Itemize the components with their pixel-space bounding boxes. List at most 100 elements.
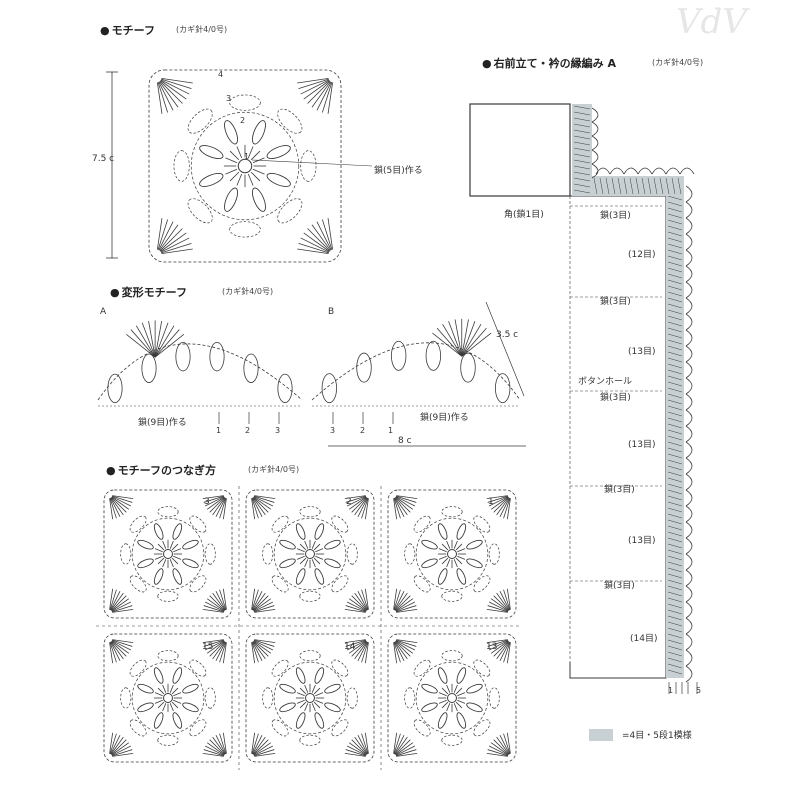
joined-motif-fan [486,752,508,757]
joined-motif-fan [111,641,127,657]
joined-motif-fan [395,497,411,513]
joined-motif-fan [206,598,225,612]
joined-motif-stitch [296,555,305,560]
joined-motif-loop [189,515,207,533]
top-motif-fan [311,81,331,108]
top-motif-loop [300,150,317,182]
top-motif-fan [160,80,187,100]
motif-a-fan [148,320,156,358]
joined-motif-fan [486,495,508,500]
joined-motif-fan [212,497,226,516]
joined-motif-stitch [169,559,174,568]
joined-motif-fan [202,608,224,613]
joined-motif-fan [254,495,275,503]
joined-motif-fan [493,595,509,611]
motif-b-petal [321,373,338,404]
joined-motif-fan [395,739,411,755]
scallop [685,233,693,251]
joined-motif-loop [473,515,491,533]
motif-a-fan [130,329,156,358]
joined-motif-stitch [296,692,305,697]
motif-a-petal [243,353,259,383]
joined-motif-fan [351,497,367,513]
joined-motif-fan [110,590,121,611]
joined-motif-fan [252,497,266,516]
joined-motif-fan [361,589,369,610]
motif-a-petal [277,373,293,404]
motif-b-fan [461,324,482,357]
joined-motif-fan [112,752,134,757]
legend-swatch [589,729,613,741]
motif-a-fan [141,322,156,358]
joined-motif-fan [219,498,227,519]
joined-motif-fan [357,497,368,518]
joined-motif-petal [466,558,483,569]
joined-motif-fan [393,732,398,754]
band-stitch [667,225,683,231]
top-motif-petal [251,187,266,212]
joined-motif-stitch [455,687,463,695]
joined-motif-fan [251,733,259,754]
top-motif-stitch [236,173,243,186]
band-stitch [573,135,591,140]
joined-motif-fan [394,497,405,518]
band-stitch [667,387,683,393]
motif-a-petal [141,353,157,383]
joined-motif-fan [253,496,272,510]
joined-motif-petal [437,523,448,540]
joined-motif-stitch [438,555,447,560]
joined-motif-petal [324,702,341,713]
joined-motif-stitch [446,559,451,568]
joined-motif-stitch [438,548,447,553]
joined-motif-fan [487,749,508,757]
joined-motif-fan [395,598,414,612]
band-stitch [667,429,683,435]
joined-motif-fan [112,495,133,503]
joined-motif-fan [490,640,509,654]
joined-motif-loop [346,687,358,709]
row-number: 3 [275,426,281,435]
joined-motif-petal [137,558,154,569]
joined-motif-fan [112,605,133,613]
motif-number: 14 [344,642,356,652]
joined-motif-fan [222,732,227,754]
joined-motif-fan [393,498,398,520]
scallop [591,107,599,123]
joined-motif-loop [271,719,289,737]
joined-motif-fan [344,608,366,613]
joined-motif-fan [345,749,366,757]
joined-motif-stitch [453,540,458,549]
joining-title: モチーフのつなぎ方 [106,462,216,478]
joined-motif-fan [351,641,367,657]
joined-motif-stitch [453,559,458,568]
joined-motif-stitch [457,548,466,553]
joined-motif-loop [331,719,349,737]
joined-motif-petal [437,568,448,585]
joined-motif-fan [203,495,224,503]
joined-motif-fan [219,642,227,663]
top-motif-fan [161,242,192,254]
joined-motif-stitch [453,684,458,693]
joined-motif-ring [447,693,457,703]
joined-motif-fan [253,641,269,657]
joined-motif-fan [252,590,263,611]
band-stitch [667,519,683,525]
top-motif-petal [266,145,291,160]
joined-motif-fan [219,733,227,754]
joined-motif-petal [466,683,483,694]
scallop [685,185,693,203]
joined-motif-stitch [315,692,324,697]
joined-motif-fan [496,497,510,516]
scallop [685,585,693,603]
scallop [609,167,625,175]
top-motif-fan [159,81,179,108]
joined-motif-fan [251,589,259,610]
joined-motif-petal [153,523,164,540]
band-stitch [667,633,683,639]
motif-a-fan [135,325,156,358]
joined-motif-stitch [457,692,466,697]
joined-motif-stitch [171,557,179,565]
band-stitch [667,369,683,375]
